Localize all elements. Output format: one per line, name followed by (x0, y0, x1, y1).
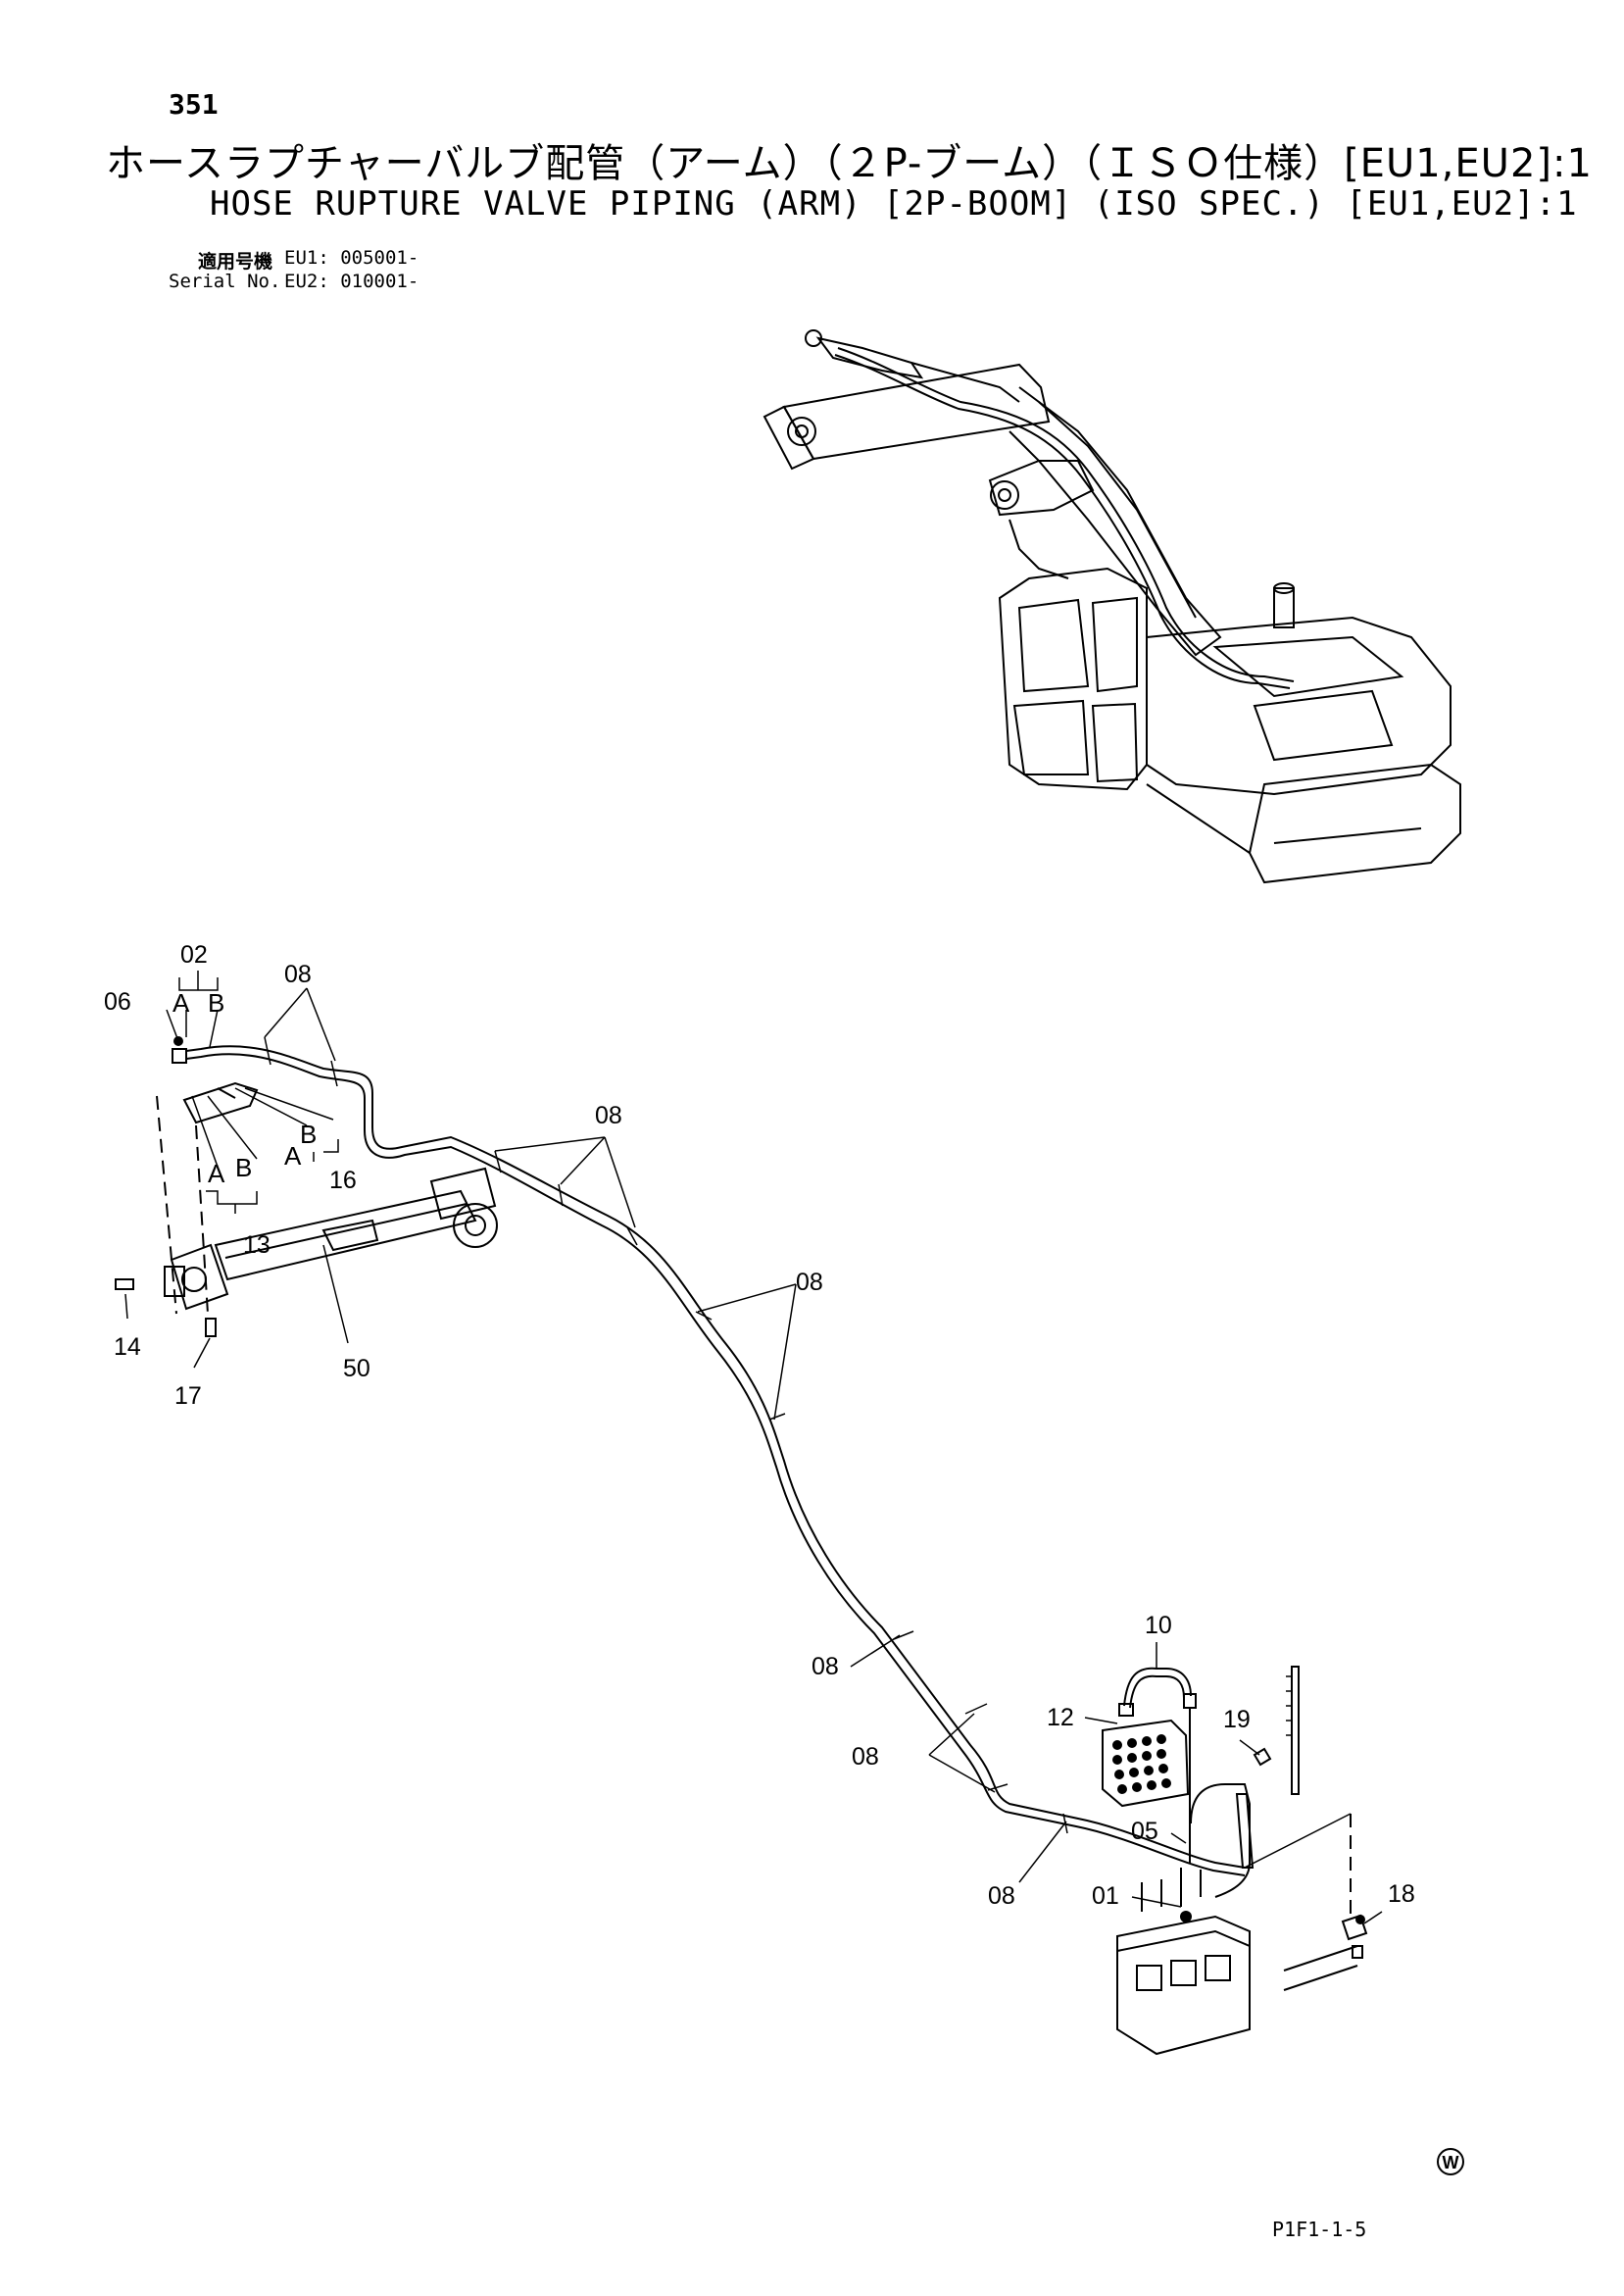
leader-lines (124, 971, 1383, 1924)
fitting-18 (1244, 1813, 1368, 1991)
drawing-code: P1F1-1-5 (1272, 2218, 1367, 2241)
callout-02: 02 (180, 941, 208, 969)
hose-line-08 (185, 1036, 1246, 1876)
callout-08: 08 (796, 1269, 823, 1296)
serial-eu1: EU1: 005001- (284, 247, 419, 269)
callout-06: 06 (104, 988, 131, 1016)
callout-01: 01 (1092, 1882, 1119, 1910)
serial-label-japanese: 適用号機 (198, 251, 273, 273)
excavator-illustration (763, 329, 1461, 884)
callout-08: 08 (284, 961, 312, 988)
hose-rupture-valve-illustration (115, 1036, 259, 1337)
callout-14: 14 (114, 1333, 141, 1361)
callout-12: 12 (1047, 1704, 1074, 1731)
callout-08: 08 (595, 1102, 622, 1129)
port-label-b: B (300, 1120, 317, 1149)
port-label-a: A (284, 1141, 302, 1171)
serial-eu2: EU2: 010001- (284, 271, 419, 292)
callout-08: 08 (988, 1882, 1015, 1910)
port-label-a: A (172, 988, 190, 1018)
callout-08: 08 (812, 1653, 839, 1680)
port-label-b: B (208, 988, 224, 1018)
port-label-b: B (235, 1153, 252, 1182)
callout-19: 19 (1223, 1706, 1251, 1733)
w-mark-letter: W (1443, 2153, 1459, 2172)
port-label-a: A (208, 1159, 225, 1188)
w-mark: W (1437, 2148, 1464, 2175)
control-valve-illustration (1116, 1868, 1251, 2056)
bracket-19 (1190, 1666, 1300, 1898)
callout-labels: 02 06 08 08 08 08 08 08 13 16 14 17 50 1… (104, 941, 1415, 1910)
callout-50: 50 (343, 1355, 370, 1382)
callout-18: 18 (1388, 1880, 1415, 1908)
serial-label-english: Serial No. (169, 271, 281, 292)
callout-16: 16 (329, 1167, 357, 1194)
callout-17: 17 (174, 1382, 202, 1410)
callout-13: 13 (243, 1231, 271, 1259)
callout-10: 10 (1145, 1612, 1172, 1639)
arm-cylinder-illustration (164, 1167, 498, 1311)
title-japanese: ホースラプチャーバルブ配管（アーム）（２P-ブーム）（ＩＳＯ仕様）[EU1,EU… (106, 141, 1593, 186)
valve-block-12 (1102, 1719, 1190, 1808)
page-number: 351 (169, 88, 219, 121)
callout-05: 05 (1131, 1818, 1158, 1845)
title-english: HOSE RUPTURE VALVE PIPING (ARM) [2P-BOOM… (210, 184, 1578, 224)
callout-08: 08 (852, 1743, 879, 1771)
